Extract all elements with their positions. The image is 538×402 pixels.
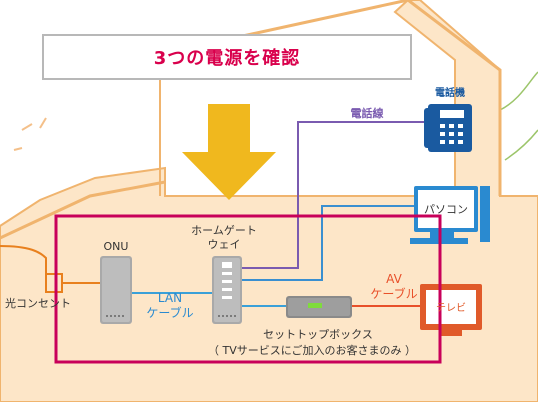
optical-outlet-icon <box>45 273 63 293</box>
lan-label-line2: ケーブル <box>146 305 193 320</box>
gateway-led-3 <box>222 280 232 283</box>
phone-line-label: 電話線 <box>351 106 384 120</box>
tv-screen <box>426 290 476 324</box>
home-gateway-label-line2: ウェイ <box>208 238 241 251</box>
power-check-highlight-box <box>54 214 442 364</box>
tv-stand <box>440 330 462 336</box>
house-roof <box>159 0 502 196</box>
optical-cable <box>0 245 47 282</box>
onu-label: ONU <box>104 240 129 253</box>
settop-led <box>308 303 322 308</box>
house-eave-left <box>0 180 166 240</box>
gateway-led-4 <box>222 288 232 291</box>
pc-tower <box>480 186 490 242</box>
home-gateway-label-line1: ホームゲート <box>191 224 257 237</box>
phone-cable <box>242 121 428 269</box>
down-arrow <box>182 104 276 200</box>
gateway-led-2 <box>222 272 232 275</box>
gateway-led-1 <box>222 262 232 268</box>
decor-strokes-left <box>13 117 47 151</box>
tv-label: テレビ <box>436 302 466 314</box>
banner-title: 3つの電源を確認 <box>42 34 412 80</box>
phone-label: 電話機 <box>435 86 465 99</box>
pc-cable <box>242 205 416 281</box>
phone-keypad <box>440 124 463 144</box>
phone-handset <box>424 108 432 148</box>
onu-face <box>102 258 130 322</box>
phone-display <box>440 110 464 118</box>
pc-stand <box>430 232 454 238</box>
settop-box-label: セットトップボックス <box>263 328 373 341</box>
pc-screen <box>418 190 474 228</box>
decor-strokes-right <box>499 71 538 161</box>
pc-label: パソコン <box>424 203 468 216</box>
av-label-line1: AV <box>386 272 402 286</box>
lan-label-line1: LAN <box>158 291 182 305</box>
av-label-line2: ケーブル <box>370 286 417 301</box>
optical-outlet-label: 光コンセント <box>5 296 71 310</box>
gateway-led-5 <box>222 296 232 299</box>
settop-box-note: （ TVサービスにご加入のお客さまのみ ） <box>208 343 416 357</box>
